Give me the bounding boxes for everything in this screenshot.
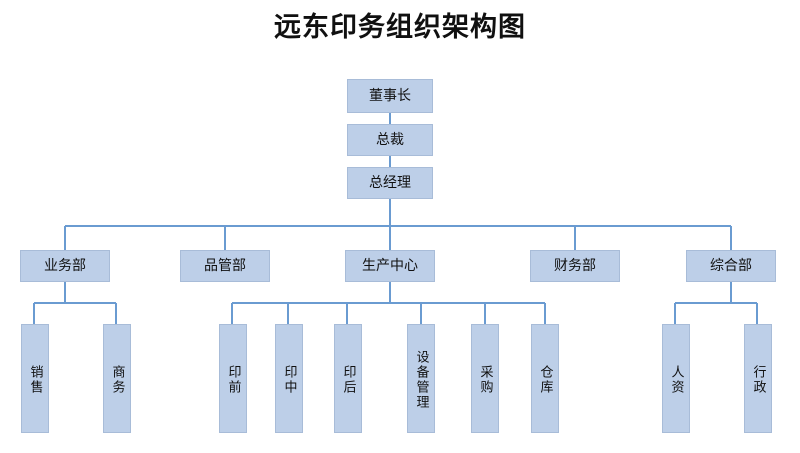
org-node-label: 印后 [341, 364, 357, 395]
org-node-unit-warehouse[interactable]: 仓库 [531, 324, 559, 433]
org-node-unit-postpress[interactable]: 印后 [334, 324, 362, 433]
org-node-unit-purchasing[interactable]: 采购 [471, 324, 499, 433]
org-node-label: 仓库 [538, 364, 554, 395]
org-node-president[interactable]: 总裁 [347, 124, 433, 156]
org-node-label: 设备管理 [414, 349, 430, 410]
org-node-label: 总经理 [369, 174, 411, 191]
org-node-dept-quality[interactable]: 品管部 [180, 250, 270, 282]
org-node-general-manager[interactable]: 总经理 [347, 167, 433, 199]
org-node-label: 综合部 [710, 257, 752, 274]
org-node-label: 业务部 [44, 257, 86, 274]
org-node-label: 财务部 [554, 257, 596, 274]
org-node-label: 销售 [28, 364, 44, 395]
org-node-label: 董事长 [369, 87, 411, 104]
org-node-unit-prepress[interactable]: 印前 [219, 324, 247, 433]
org-node-label: 生产中心 [362, 257, 418, 274]
org-node-unit-equipment[interactable]: 设备管理 [407, 324, 435, 433]
org-node-unit-hr[interactable]: 人资 [662, 324, 690, 433]
org-node-dept-finance[interactable]: 财务部 [530, 250, 620, 282]
org-node-label: 人资 [669, 364, 685, 395]
org-node-label: 总裁 [376, 131, 404, 148]
org-node-label: 行政 [751, 364, 767, 395]
org-node-label: 商务 [110, 364, 126, 395]
org-node-label: 采购 [478, 364, 494, 395]
org-node-unit-admin[interactable]: 行政 [744, 324, 772, 433]
org-node-dept-general[interactable]: 综合部 [686, 250, 776, 282]
org-node-label: 印前 [226, 364, 242, 395]
org-node-label: 印中 [282, 364, 298, 395]
org-node-label: 品管部 [204, 257, 246, 274]
org-node-chairman[interactable]: 董事长 [347, 79, 433, 113]
org-node-unit-sales[interactable]: 销售 [21, 324, 49, 433]
page-title: 远东印务组织架构图 [274, 12, 526, 42]
org-node-dept-business[interactable]: 业务部 [20, 250, 110, 282]
org-node-unit-press[interactable]: 印中 [275, 324, 303, 433]
org-node-unit-commerce[interactable]: 商务 [103, 324, 131, 433]
org-node-dept-production[interactable]: 生产中心 [345, 250, 435, 282]
